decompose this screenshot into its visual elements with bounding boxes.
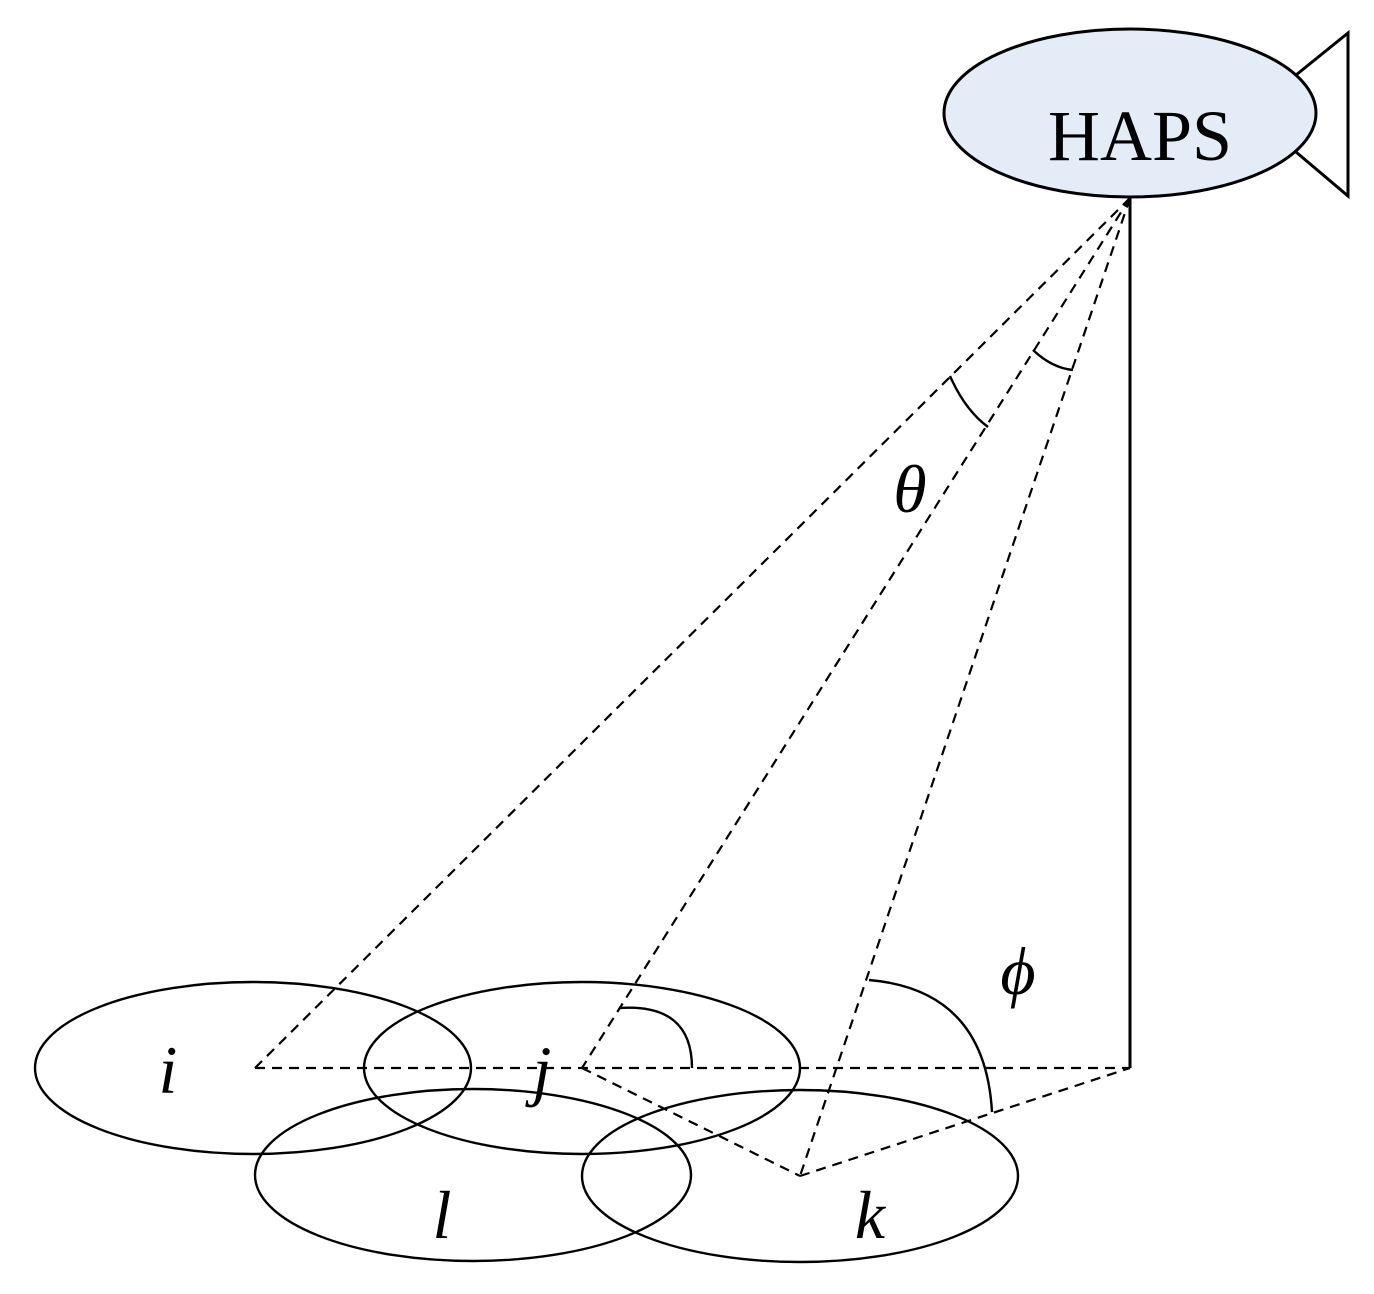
cell-j	[362, 980, 802, 1156]
coverage-cells	[33, 980, 1020, 1264]
beam-lines	[254, 197, 1132, 1177]
haps-tail	[1295, 29, 1350, 200]
ground-lines	[255, 1066, 1131, 1178]
theta-label: θ	[893, 451, 926, 527]
cell-i	[33, 980, 473, 1156]
beam-line-k	[798, 197, 1132, 1177]
beam-line-i	[254, 197, 1131, 1069]
beam-line-j	[581, 197, 1131, 1069]
cell-label-k: k	[855, 1177, 887, 1253]
theta-arc	[948, 375, 989, 428]
beamwidth-arc-small	[1032, 349, 1074, 372]
haps-label: HAPS	[1048, 96, 1232, 176]
cell-label-l: l	[433, 1177, 452, 1253]
cell-label-i: i	[159, 1032, 178, 1108]
ground-line-k-nadir	[799, 1066, 1131, 1178]
j-angle-arc	[618, 1006, 694, 1069]
haps-body	[942, 27, 1318, 199]
phi-label: ϕ	[1000, 933, 1035, 1009]
phi-arc	[868, 978, 994, 1113]
cell-label-j: j	[525, 1032, 552, 1108]
cell-l	[253, 1087, 693, 1263]
cell-k	[580, 1088, 1020, 1264]
ground-line-j-k	[581, 1067, 801, 1177]
angle-arcs	[618, 349, 1074, 1113]
haps-airship: HAPS	[942, 27, 1350, 200]
